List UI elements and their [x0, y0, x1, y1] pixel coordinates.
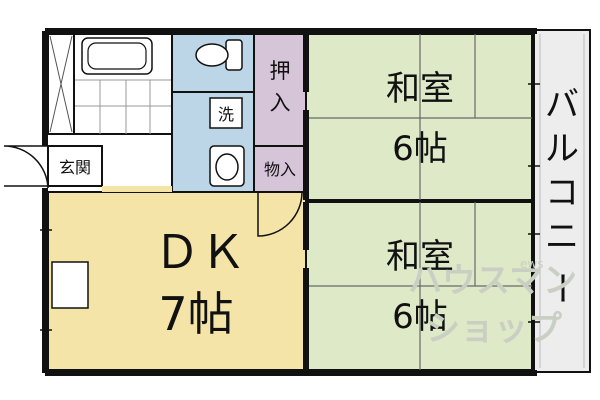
dk-floor [47, 191, 307, 371]
oshiire-label-2: 入 [270, 91, 291, 115]
dk-size: 7帖 [158, 287, 233, 341]
bathtub-icon [81, 37, 153, 75]
window-marks [40, 83, 540, 331]
balcony-area [533, 29, 591, 373]
washitsu-bottom-name: 和室 [386, 237, 454, 277]
sentaku-label: 洗 [218, 105, 234, 124]
washing-machine-space [209, 97, 243, 129]
washitsu-top-floor [305, 33, 533, 201]
dk-door-icon [257, 191, 303, 237]
watermark-small: ews [520, 257, 543, 271]
bathroom-tiles [74, 79, 172, 134]
balcony-char-5: ー [541, 271, 581, 305]
kitchen-counter [51, 261, 89, 309]
toilet-icon [195, 39, 243, 71]
genkan-label: 玄関 [59, 158, 91, 177]
tatami-lines [306, 34, 532, 370]
washitsu-top-name: 和室 [386, 69, 454, 109]
watermark-line-2: ショップ [426, 309, 562, 349]
balcony-char-1: バ [545, 85, 579, 125]
washitsu-top-size: 6帖 [392, 129, 448, 169]
dk-name: ＤＫ [154, 225, 246, 279]
wash-basin-icon [209, 145, 245, 187]
storage-cross-icon [49, 35, 73, 133]
watermark-line-1: ハウスマン [408, 261, 577, 301]
washitsu-bottom-size: 6帖 [392, 297, 448, 337]
balcony-char-2: ル [545, 129, 579, 169]
mono-ire-label: 物入 [264, 160, 296, 179]
outer-walls [42, 28, 537, 376]
balcony-char-4: ニ [545, 217, 579, 257]
balcony-rails [539, 34, 585, 368]
dk-floor-upper [102, 186, 172, 192]
oshiire-closet [253, 33, 307, 147]
genkan-floor [47, 145, 103, 187]
entry-door-icon [3, 145, 49, 189]
balcony-char-3: コ [545, 173, 579, 213]
oshiire-label-1: 押 [270, 59, 291, 83]
